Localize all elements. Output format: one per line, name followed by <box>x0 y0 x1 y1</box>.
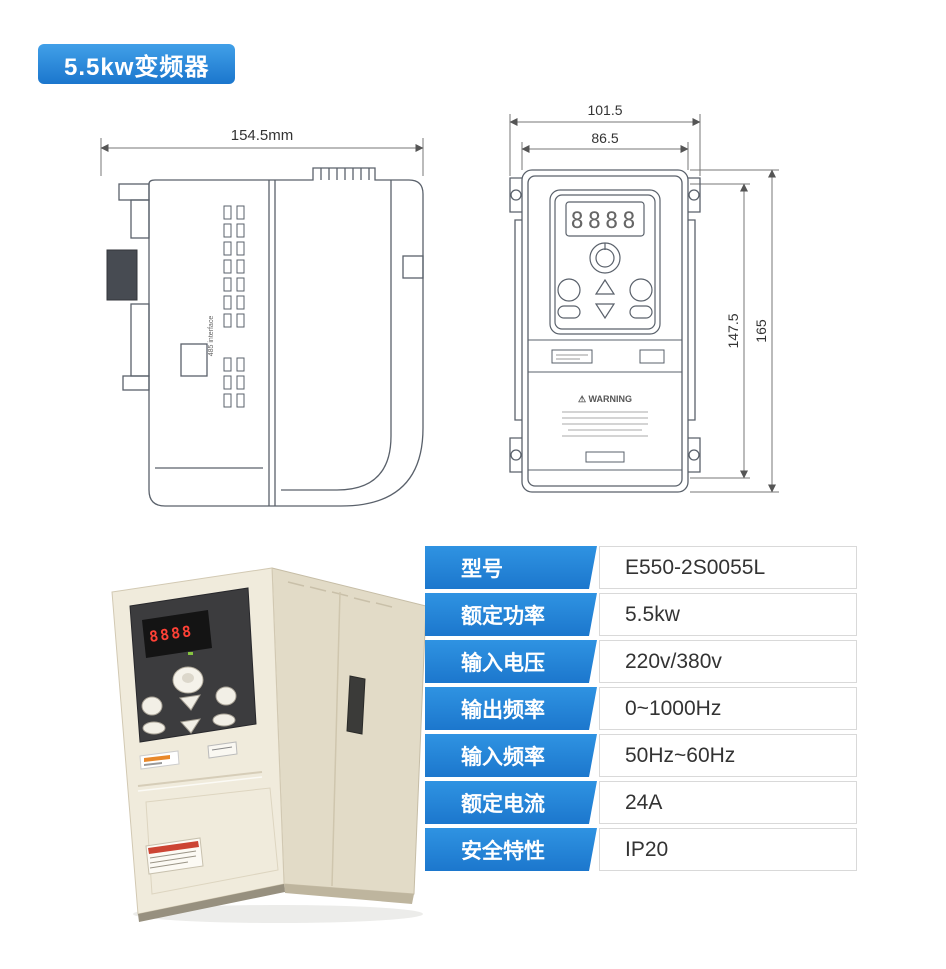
spec-label-rated-power: 额定功率 <box>425 593 597 636</box>
side-seam <box>331 591 341 887</box>
front-right-dim-lines <box>690 169 779 493</box>
front-keypad <box>549 189 661 335</box>
front-outer-width-label: 101.5 <box>587 102 622 118</box>
front-view-drawing: 101.5 86.5 147.5 165 <box>509 102 779 493</box>
photo-button-down <box>180 718 202 734</box>
spec-value-rated-current: 24A <box>599 781 857 824</box>
front-body-outline <box>509 169 701 493</box>
photo-display-digits: 8888 <box>148 622 194 646</box>
front-display <box>565 201 645 237</box>
port-label: 485 interface <box>208 316 215 357</box>
photo-keypad <box>129 587 257 743</box>
spec-value-model: E550-2S0055L <box>599 546 857 589</box>
warning-sticker-band <box>148 841 199 854</box>
spec-table: 型号 E550-2S0055L 额定功率 5.5kw 输入电压 220v/380… <box>425 546 857 875</box>
spec-row-protection: 安全特性 IP20 <box>425 828 857 871</box>
spec-label-model: 型号 <box>425 546 597 589</box>
din-clip <box>106 249 138 301</box>
front-button-up <box>594 278 616 295</box>
photo-display <box>142 610 212 658</box>
spec-label-protection: 安全特性 <box>425 828 597 871</box>
photo-button-up <box>178 694 201 711</box>
front-groove-highlight <box>137 776 263 792</box>
product-title: 5.5kw变频器 <box>64 53 210 81</box>
model-tag <box>207 741 238 759</box>
device-bottom-edge <box>138 884 285 922</box>
side-body-outline <box>118 167 424 507</box>
vent-slots <box>223 205 245 408</box>
spec-row-input-frequency: 输入频率 50Hz~60Hz <box>425 734 857 777</box>
side-view-drawing: 154.5mm 485 interface <box>100 127 424 507</box>
spec-row-rated-power: 额定功率 5.5kw <box>425 593 857 636</box>
spec-label-rated-current: 额定电流 <box>425 781 597 824</box>
front-outer-height-label: 165 <box>753 319 769 343</box>
brand-sticker-line <box>144 762 162 766</box>
photo-button-oval-left <box>142 721 166 735</box>
spec-row-model: 型号 E550-2S0055L <box>425 546 857 589</box>
front-top-dim-lines <box>509 114 701 176</box>
brand-sticker-mark <box>144 755 170 762</box>
front-button-left <box>557 278 581 302</box>
product-photo: 8888 <box>111 567 427 923</box>
side-slot <box>346 675 366 735</box>
spec-value-rated-power: 5.5kw <box>599 593 857 636</box>
side-width-dimension-label: 154.5mm <box>231 127 294 144</box>
spec-value-input-voltage: 220v/380v <box>599 640 857 683</box>
side-bottom-strip <box>284 884 414 904</box>
photo-button-right <box>215 686 237 706</box>
front-mid-labels <box>528 339 682 373</box>
side-width-dim-lines <box>100 138 424 176</box>
front-body-width-label: 86.5 <box>591 130 618 146</box>
spec-label-input-frequency: 输入频率 <box>425 734 597 777</box>
front-warning-label: ⚠ WARNING <box>578 394 632 404</box>
front-button-oval-left <box>557 305 581 319</box>
spec-row-input-voltage: 输入电压 220v/380v <box>425 640 857 683</box>
spec-label-input-voltage: 输入电压 <box>425 640 597 683</box>
front-button-oval-right <box>629 305 653 319</box>
photo-shadow <box>133 905 423 923</box>
photo-knob-center <box>182 673 194 683</box>
front-button-right <box>629 278 653 302</box>
spec-row-rated-current: 额定电流 24A <box>425 781 857 824</box>
photo-button-oval-right <box>212 713 236 727</box>
display-indicator <box>188 652 193 655</box>
product-title-badge: 5.5kw变频器 <box>38 44 236 84</box>
photo-button-left <box>141 696 163 716</box>
spec-value-protection: IP20 <box>599 828 857 871</box>
front-button-down <box>594 303 616 320</box>
spec-value-input-frequency: 50Hz~60Hz <box>599 734 857 777</box>
spec-row-output-frequency: 输出频率 0~1000Hz <box>425 687 857 730</box>
front-inner-height-label: 147.5 <box>725 313 741 348</box>
spec-label-output-frequency: 输出频率 <box>425 687 597 730</box>
front-warning-textlines <box>562 411 648 437</box>
front-groove <box>137 771 263 787</box>
warning-sticker-lines <box>149 850 197 869</box>
front-display-digits: 8888 <box>571 209 640 234</box>
model-tag-line <box>211 746 233 751</box>
front-bottom-details <box>528 451 682 471</box>
spec-value-output-frequency: 0~1000Hz <box>599 687 857 730</box>
